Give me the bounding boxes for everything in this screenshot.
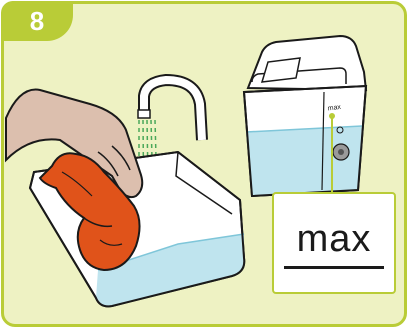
max-marker-dot [329, 113, 335, 119]
max-level-callout: max [272, 192, 396, 294]
max-level-line [284, 266, 384, 269]
step-number: 8 [30, 6, 44, 37]
max-label: max [274, 218, 394, 261]
step-number-badge: 8 [1, 1, 73, 41]
water-tank-icon [244, 36, 366, 196]
